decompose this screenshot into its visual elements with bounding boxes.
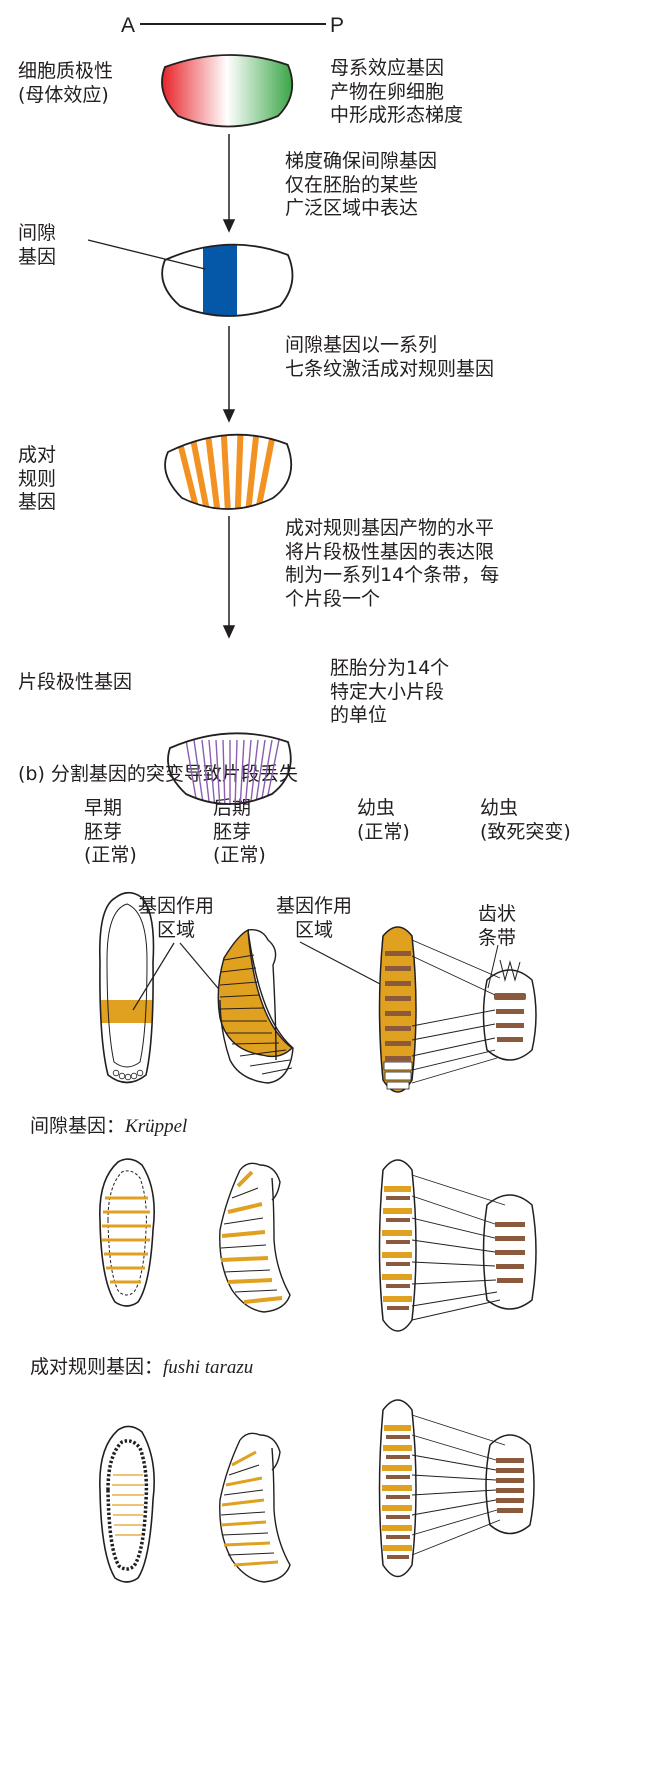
larva-normal (378, 926, 417, 1093)
larva-body (482, 969, 537, 1061)
annotation-action-region-1: 基因作用 区域 (138, 895, 215, 941)
row-label-pair-rule-gene: 成对规则基因：fushi tarazu (30, 1356, 253, 1380)
transition-text-pair-rule: 间隙基因以一系列 七条纹激活成对规则基因 (285, 334, 495, 380)
larva-normal-ftz (378, 1399, 417, 1578)
gene-name-fushi-tarazu: fushi tarazu (163, 1357, 254, 1378)
germ-band-outline (219, 929, 294, 1084)
late-germ-kruppel (219, 1162, 291, 1313)
larva-lethal-kruppel (482, 959, 537, 1061)
early-germ-normal (98, 891, 155, 1084)
larva-normal-kruppel (378, 1159, 417, 1332)
head-outline (239, 1432, 281, 1471)
arrowhead-stage-1-2 (222, 219, 236, 233)
posterior-label: P (330, 14, 345, 37)
early-germ-kruppel (99, 1158, 155, 1307)
larva-denticle-bands (386, 1435, 410, 1559)
transition-text-gap: 梯度确保间隙基因 仅在胚胎的某些 广泛区域中表达 (285, 150, 438, 219)
larva-gene-regions (382, 1186, 412, 1302)
pair-rule-stripes (174, 434, 277, 509)
connector-lines-row-1 (411, 939, 501, 1084)
larva-clear-segments (383, 1061, 413, 1090)
maternal-gradient-embryo (161, 54, 294, 128)
egg-outline (99, 1425, 155, 1583)
anterior-label: A (121, 14, 136, 37)
stage-description-maternal: 母系效应基因 产物在卵细胞 中形成形态梯度 (330, 57, 464, 126)
arrowhead-stage-3-4 (222, 625, 236, 639)
column-label-early-germ: 早期 胚芽 (正常) (84, 797, 137, 866)
transition-text-segment-polarity: 成对规则基因产物的水平 将片段极性基因的表达限 制为一系列14个条带，每 个片段… (285, 517, 500, 610)
pole-cells (112, 1069, 144, 1081)
germ-band-segments (219, 954, 293, 1075)
stage-label-pair-rule: 成对 规则 基因 (18, 444, 57, 513)
gap-gene-embryo (87, 239, 294, 317)
larva-denticle-bands (385, 951, 411, 1061)
larva-body (378, 1159, 417, 1332)
egg-inner-outline (106, 903, 148, 1068)
gene-name-kruppel: Krüppel (125, 1116, 188, 1137)
segment-stripes (220, 1170, 283, 1304)
head-outline (239, 1162, 281, 1201)
larva-denticle-bands (496, 1458, 524, 1513)
column-label-larva-normal: 幼虫 (正常) (357, 797, 410, 843)
arrowhead-stage-2-3 (222, 409, 236, 423)
pair-rule-stripes (112, 1474, 144, 1536)
stage-label-segment-polarity: 片段极性基因 (18, 671, 133, 693)
gene-region-band (99, 1000, 154, 1023)
annotation-action-region-2: 基因作用 区域 (276, 895, 353, 941)
gap-band (203, 244, 237, 316)
annotation-denticle: 齿状 条带 (478, 903, 517, 949)
connector-lines-row-3 (411, 1414, 506, 1556)
connector-lines-row-2 (411, 1174, 506, 1321)
germ-band-segments (220, 1464, 275, 1556)
embryo-outline (167, 732, 292, 805)
larva-denticle-bands (494, 993, 526, 1042)
stage-label-maternal: 细胞质极性 (母体效应) (18, 60, 114, 106)
larva-denticle-bands (495, 1222, 525, 1283)
row-prefix: 间隙基因： (30, 1115, 126, 1137)
late-germ-normal (217, 928, 294, 1084)
egg-inner-outline (107, 1170, 147, 1296)
mouth-hooks (499, 959, 521, 982)
embryo-outline (161, 243, 294, 317)
segment-polarity-lines (185, 739, 280, 804)
pointer-action-region-1-early (132, 942, 175, 1011)
larva-lethal-fushi-tarazu (482, 1194, 537, 1310)
egg-cell-layer (106, 1439, 149, 1571)
stage-description-segment-polarity: 胚胎分为14个 特定大小片段 的单位 (330, 657, 450, 726)
column-label-larva-lethal: 幼虫 (致死突变) (480, 797, 571, 843)
embryo-outline (164, 433, 293, 510)
head-outline (247, 929, 277, 1061)
late-germ-ftz (219, 1432, 291, 1583)
gap-pointer-line (87, 239, 206, 270)
egg-outline (99, 1158, 155, 1307)
germ-band-outline (219, 1169, 291, 1313)
egg-outline (98, 891, 155, 1084)
row-prefix: 成对规则基因： (30, 1356, 164, 1378)
early-germ-ftz (99, 1425, 155, 1583)
column-label-late-germ: 后期 胚芽 (正常) (213, 797, 266, 866)
germ-band-segments (220, 1187, 278, 1293)
gene-region-fill (217, 928, 294, 1058)
larva-body (485, 1434, 535, 1535)
larva-gene-regions (382, 1425, 412, 1551)
row-label-gap-gene: 间隙基因：Krüppel (30, 1115, 187, 1139)
segment-stripes (220, 1450, 279, 1567)
segment-polarity-embryo (167, 732, 292, 805)
pointer-denticle (487, 944, 499, 989)
larva-lethal-ftz (485, 1434, 535, 1535)
germ-band-outline (219, 1439, 291, 1583)
pointer-action-region-2 (299, 941, 383, 986)
pair-rule-embryo (164, 433, 293, 510)
pair-rule-stripes (102, 1196, 151, 1284)
larva-denticle-bands (386, 1196, 410, 1310)
stage-label-gap: 间隙 基因 (18, 222, 57, 268)
